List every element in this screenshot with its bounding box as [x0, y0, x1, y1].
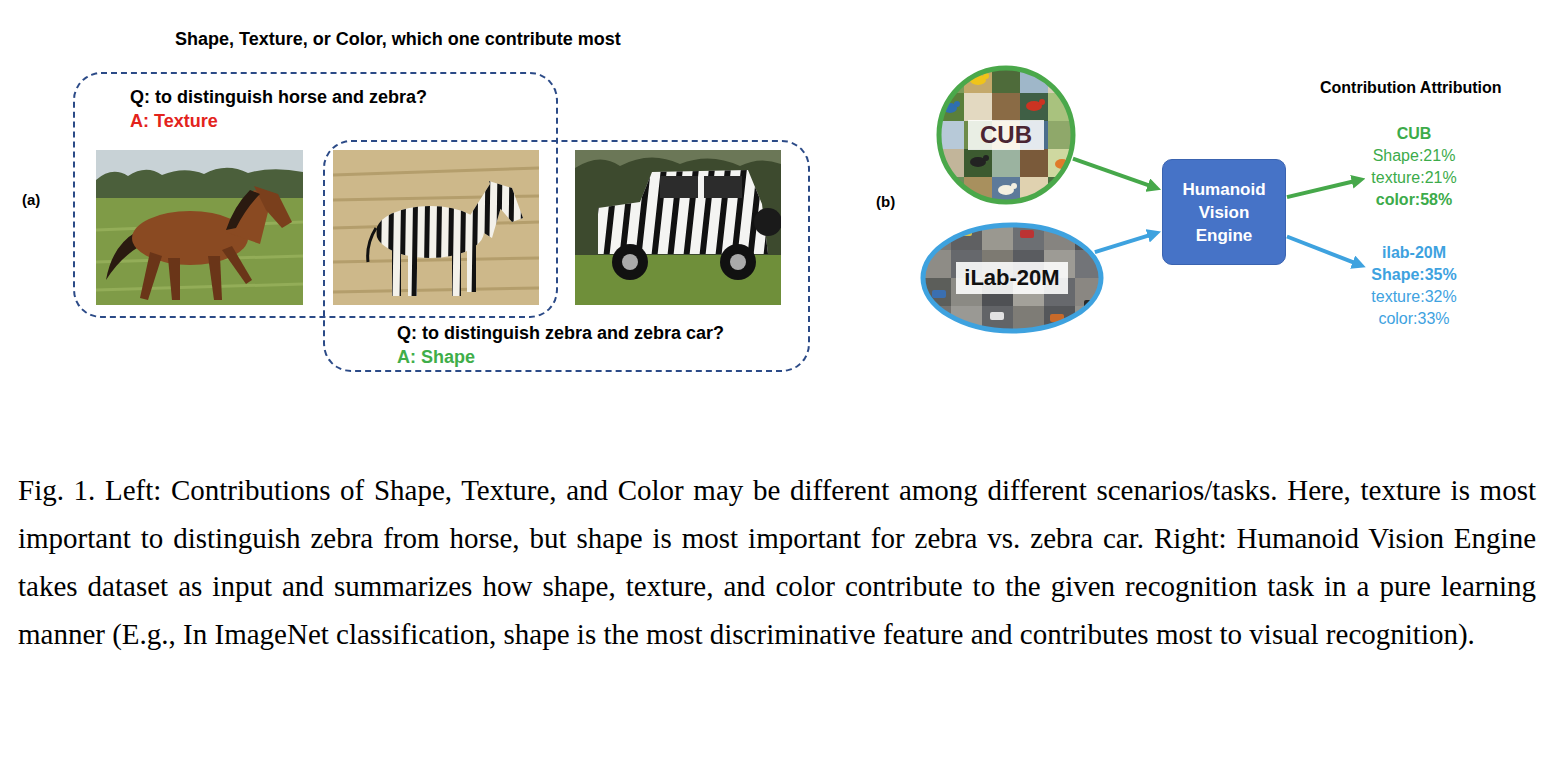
zebra-car-photo-part	[575, 150, 781, 305]
figure-caption: Fig. 1. Left: Contributions of Shape, Te…	[18, 466, 1536, 658]
result-list: ilab-20MShape:35%texture:32%color:33%	[1371, 242, 1456, 330]
zebra-car-photo-part	[575, 150, 781, 168]
flow-arrow	[1073, 159, 1153, 187]
zebra-car-photo-part	[730, 254, 746, 270]
flow-arrow	[1287, 180, 1357, 197]
bird-mosaic	[936, 65, 1076, 205]
vehicle-mosaic-part	[920, 306, 951, 334]
null-part-part	[378, 170, 524, 300]
circle-outline	[923, 225, 1101, 331]
contribution-value: texture:21%	[1371, 167, 1456, 189]
bird-mosaic-part	[983, 155, 989, 161]
contribution-value: texture:32%	[1371, 286, 1456, 308]
null-part	[378, 170, 530, 300]
bird-mosaic-part	[992, 149, 1020, 177]
vehicle-mosaic-part	[990, 312, 1004, 320]
contribution-value: color:58%	[1371, 189, 1456, 211]
dataset-label: CUB	[968, 120, 1044, 150]
bird-mosaic-part	[1039, 99, 1045, 105]
horse-photo-part	[96, 150, 303, 305]
contribution-value: color:33%	[1371, 308, 1456, 330]
horse-photo-part	[222, 246, 252, 284]
zebra-car-photo-part	[754, 208, 781, 236]
contribution-value: Shape:21%	[1371, 145, 1456, 167]
horse-photo-part	[254, 186, 292, 228]
flow-arrow	[1095, 234, 1153, 252]
bird-mosaic-part	[954, 101, 960, 107]
section-heading: Contribution Attribution	[1320, 79, 1502, 97]
zebra-car-photo-part	[704, 176, 742, 198]
null-part-part	[590, 168, 776, 260]
zebra-car-photo	[575, 150, 781, 305]
vehicle-mosaic-part	[932, 290, 946, 298]
horse-photo-part	[168, 258, 180, 300]
zebra-photo	[333, 150, 539, 305]
dataset-name: ilab-20M	[1371, 242, 1456, 264]
panel-label: (a)	[22, 191, 40, 208]
zebra-car-photo-part	[612, 244, 648, 280]
answer-text: A: Texture	[130, 109, 556, 133]
dataset-label: iLab-20M	[956, 262, 1067, 294]
bird-mosaic-part	[1020, 93, 1048, 121]
dashed-group: Q: to distinguish zebra and zebra car?A:…	[323, 140, 810, 372]
contribution-value: Shape:35%	[1371, 264, 1456, 286]
bird-mosaic-part	[964, 93, 992, 121]
vehicle-mosaic-part	[920, 222, 951, 250]
horse-photo	[96, 150, 303, 305]
vehicle-mosaic-part	[1020, 230, 1034, 238]
question-text: Q: to distinguish zebra and zebra car?	[397, 321, 808, 345]
zebra-car-photo-part	[720, 244, 756, 280]
circle-outline	[939, 68, 1073, 202]
answer-text: A: Shape	[397, 345, 808, 369]
result-list: CUBShape:21%texture:21%color:58%	[1371, 123, 1456, 211]
zebra-car-photo-part	[622, 254, 638, 270]
panel-label: (b)	[876, 193, 895, 210]
dataset-name: CUB	[1371, 123, 1456, 145]
dashed-group: Q: to distinguish horse and zebra?A: Tex…	[73, 72, 558, 318]
zebra-photo-part	[333, 150, 539, 305]
question-text: Q: to distinguish horse and zebra?	[130, 85, 556, 109]
horse-photo-part	[140, 252, 162, 300]
bird-mosaic-part	[964, 149, 992, 177]
figure-title: Shape, Texture, or Color, which one cont…	[175, 29, 621, 50]
engine-box: Humanoid Vision Engine	[1162, 159, 1286, 265]
zebra-car-photo-part	[660, 176, 698, 198]
bird-mosaic-part	[992, 93, 1020, 121]
bird-mosaic-part	[1011, 183, 1017, 189]
horse-photo-part	[208, 256, 222, 300]
dataset-circle: CUB	[936, 65, 1076, 205]
vehicle-mosaic	[920, 222, 1106, 334]
zebra-photo-part	[368, 228, 376, 262]
flow-arrow	[1287, 237, 1358, 265]
engine-label: Humanoid Vision Engine	[1169, 178, 1279, 247]
bird-mosaic-part	[1020, 149, 1048, 177]
dataset-circle: iLab-20M	[920, 222, 1104, 334]
null-part	[590, 165, 776, 260]
horse-photo-part	[226, 190, 260, 230]
